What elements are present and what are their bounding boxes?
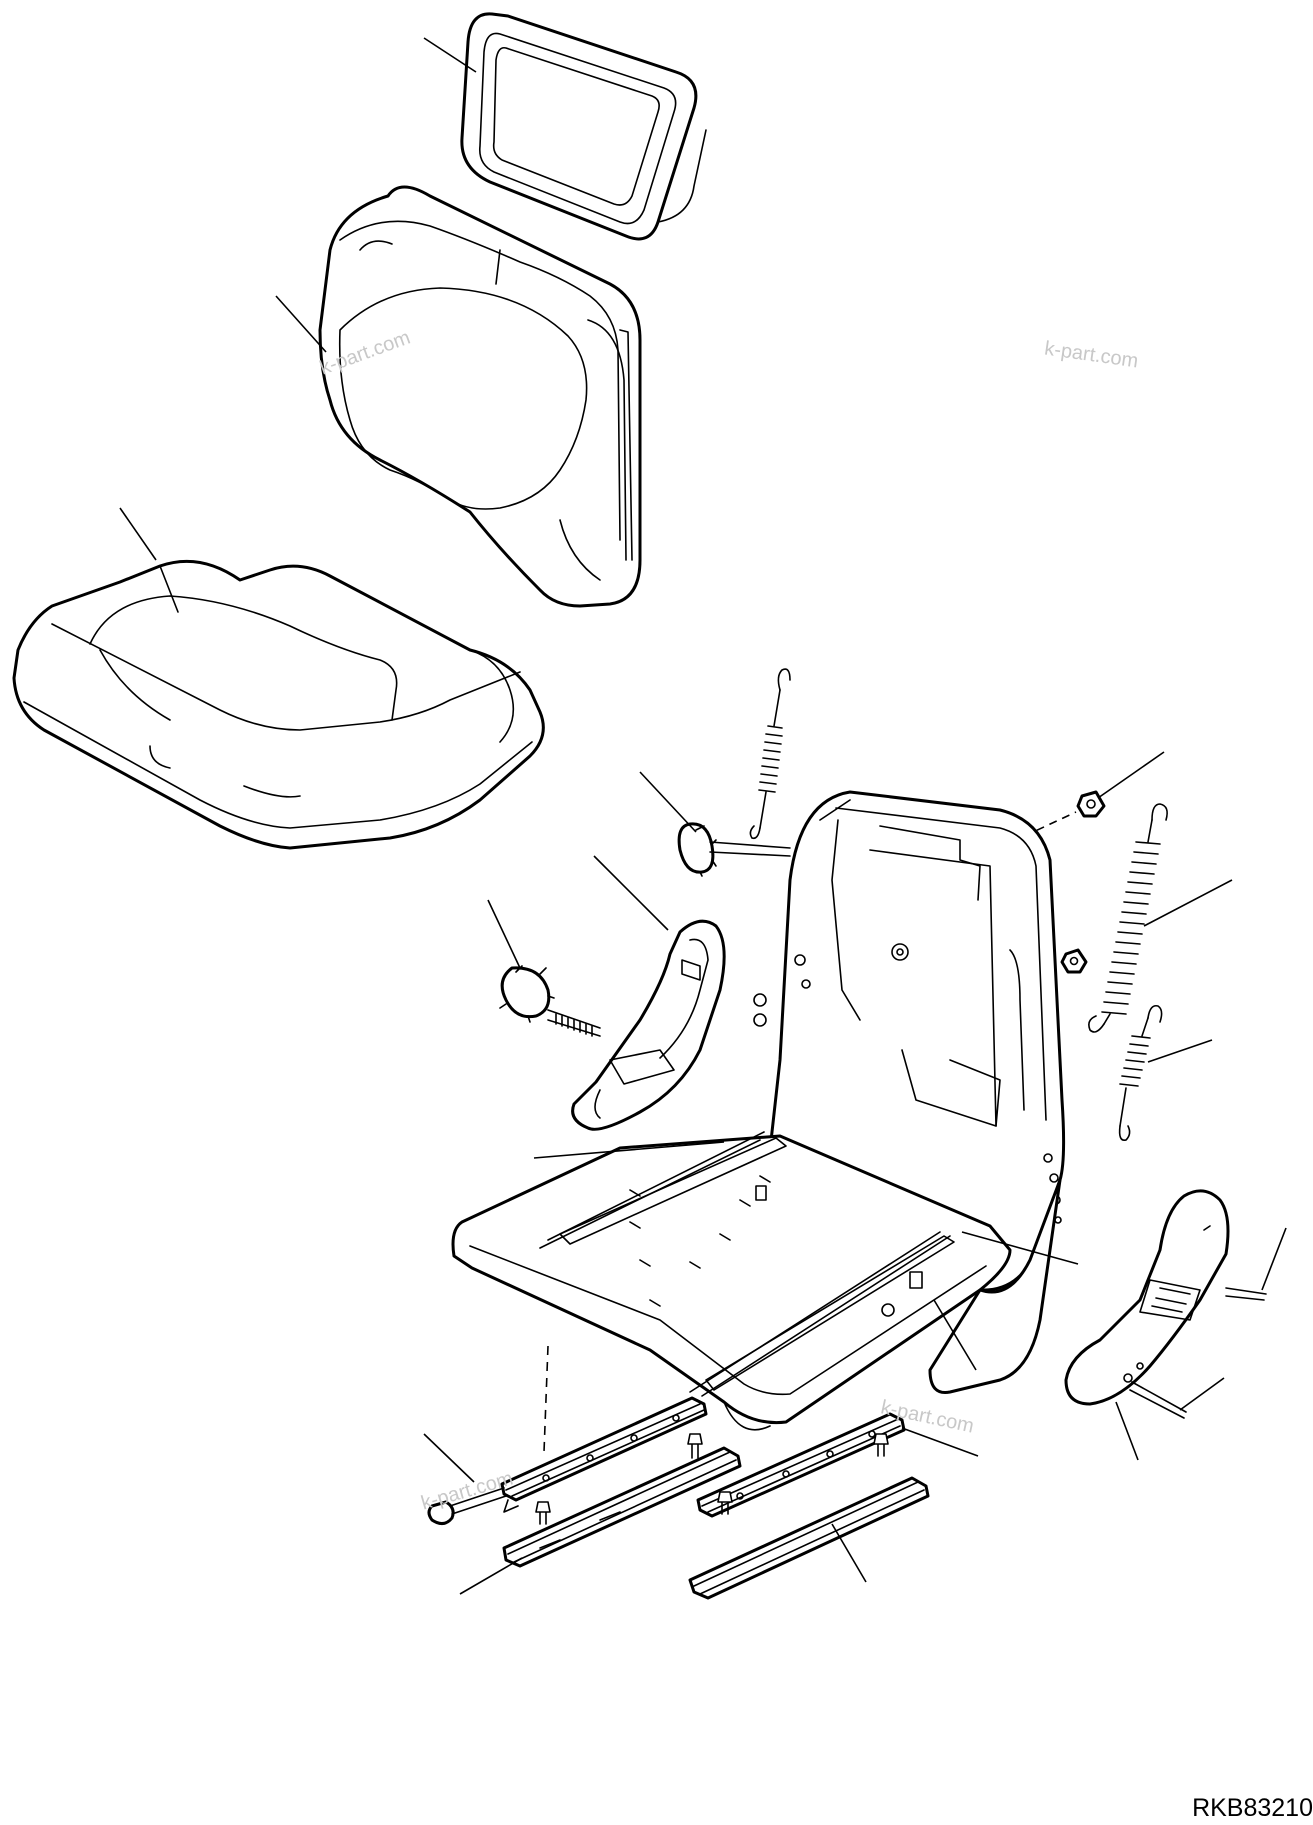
tension-spring-long xyxy=(1088,803,1168,1033)
drawing-number: RKB83210 xyxy=(1192,1794,1313,1822)
slide-rail-upper-right xyxy=(696,1412,906,1518)
slide-rail-lower-left xyxy=(502,1446,742,1568)
slide-rail-lower-right xyxy=(688,1476,930,1600)
leader-tension-spring-short xyxy=(1147,1039,1213,1063)
leader-backrest-cushion xyxy=(275,295,327,353)
side-cover-left xyxy=(571,919,726,1131)
leader-seat-cushion xyxy=(119,507,157,561)
nut-middle xyxy=(1060,948,1088,974)
tension-spring-upper xyxy=(749,668,791,840)
leader-hinge-plate xyxy=(961,1231,1079,1265)
leader-slide-lever xyxy=(533,1141,725,1159)
headrest xyxy=(460,12,707,241)
leader-side-cover-left xyxy=(593,855,669,931)
slide-rail-upper-left xyxy=(500,1396,708,1513)
leader-slide-lever-handle xyxy=(423,1433,475,1483)
backrest-cushion xyxy=(318,185,642,608)
leader-pin-upper xyxy=(1261,1227,1287,1291)
bolts xyxy=(535,1433,889,1525)
leader-seat-frame xyxy=(933,1299,977,1371)
seat-cushion xyxy=(12,559,545,850)
leader-side-cover-right xyxy=(1115,1401,1139,1461)
seat-frame xyxy=(451,790,1066,1431)
adjust-knob-bolt xyxy=(499,965,601,1037)
slide-lever-handle xyxy=(427,1487,507,1525)
recline-knob xyxy=(677,822,791,877)
leader-nut-upper xyxy=(1097,751,1165,799)
tension-spring-short xyxy=(1118,1004,1163,1142)
leader-headrest xyxy=(423,37,477,73)
leader-tension-spring-long xyxy=(1143,879,1233,927)
leader-rail-lower-left xyxy=(459,1557,523,1595)
leader-rail-upper-right xyxy=(901,1427,979,1457)
nut-upper xyxy=(1076,790,1106,818)
leader-adjust-knob xyxy=(487,899,521,969)
leader-pin-lower xyxy=(1179,1377,1225,1411)
side-cover-right xyxy=(1064,1189,1267,1419)
leader-rail-lower-right xyxy=(831,1523,867,1583)
leader-recline-knob xyxy=(639,771,697,833)
